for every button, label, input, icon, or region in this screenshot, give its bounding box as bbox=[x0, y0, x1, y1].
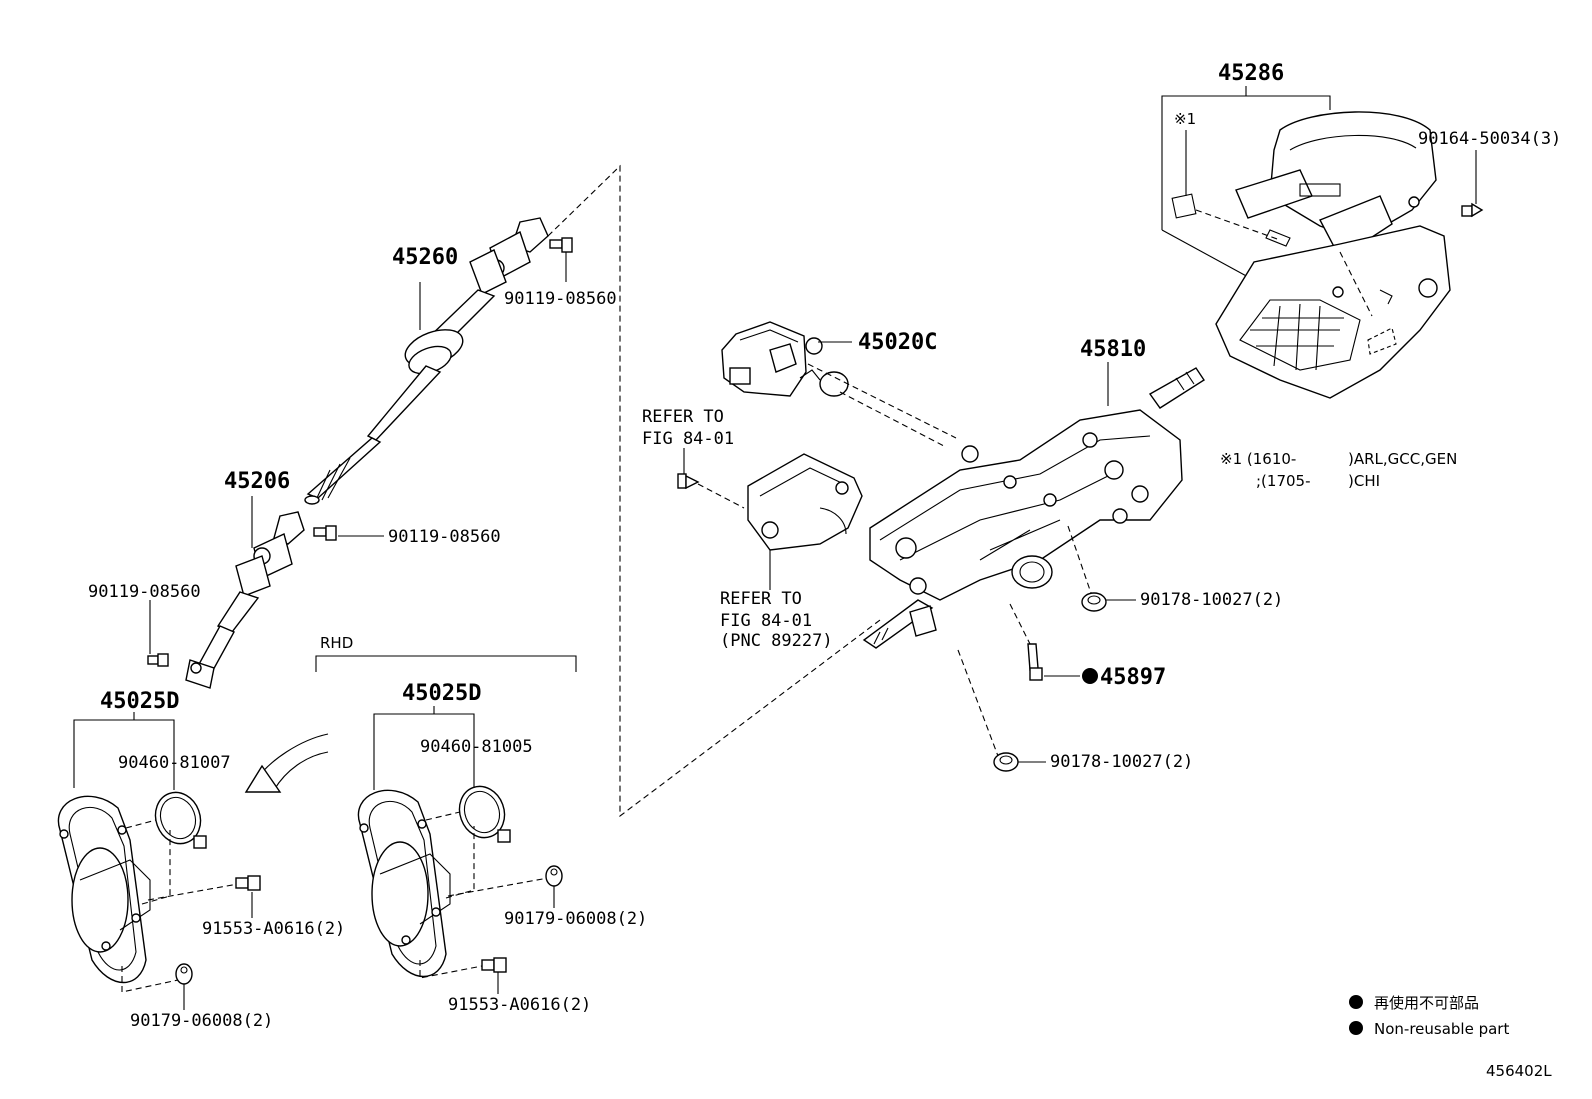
figure-code: 456402L bbox=[1486, 1062, 1552, 1080]
label-90119-middle: 90119-08560 bbox=[388, 527, 501, 547]
label-90179-right: 90179-06008(2) bbox=[504, 909, 647, 929]
bolt-90119-middle[interactable] bbox=[313, 525, 337, 541]
label-45810: 45810 bbox=[1080, 337, 1146, 362]
note1-line1-end: )ARL,GCC,GEN bbox=[1348, 450, 1457, 468]
label-fig-84-01-1: FIG 84-01 bbox=[642, 429, 734, 449]
cover-45025D-left[interactable] bbox=[57, 795, 151, 984]
label-45025D-left: 45025D bbox=[100, 689, 179, 714]
label-91553-left: 91553-A0616(2) bbox=[202, 919, 345, 939]
label-45020C: 45020C bbox=[858, 330, 937, 355]
label-45286: 45286 bbox=[1218, 61, 1284, 86]
steering-column-45810[interactable] bbox=[862, 367, 1205, 649]
nut-90178-upper[interactable] bbox=[1081, 592, 1107, 612]
non-reusable-mark-45897 bbox=[1082, 668, 1098, 684]
label-90119-top: 90119-08560 bbox=[504, 289, 617, 309]
intermediate-shaft-45260[interactable] bbox=[304, 217, 549, 505]
label-refer-to-2: REFER TO bbox=[720, 589, 802, 609]
nut-90179-right[interactable] bbox=[545, 865, 563, 887]
clamp-90460-81005[interactable] bbox=[452, 780, 511, 844]
screw-refer-fig-84-01[interactable] bbox=[677, 473, 700, 490]
legend-dot-jp bbox=[1349, 995, 1363, 1009]
label-90119-lower: 90119-08560 bbox=[88, 582, 201, 602]
legend-dot-en bbox=[1349, 1021, 1363, 1035]
note1-line1-start: ※1 (1610- bbox=[1220, 450, 1296, 468]
label-refer-to-1: REFER TO bbox=[642, 407, 724, 427]
bolt-45897[interactable] bbox=[1027, 643, 1043, 681]
label-45260: 45260 bbox=[392, 245, 458, 270]
bolt-90119-top[interactable] bbox=[549, 237, 573, 253]
label-90460-81007: 90460-81007 bbox=[118, 753, 231, 773]
label-90460-81005: 90460-81005 bbox=[420, 737, 533, 757]
label-rhd: RHD bbox=[320, 634, 353, 652]
legend-english: Non-reusable part bbox=[1374, 1020, 1509, 1038]
label-91553-right: 91553-A0616(2) bbox=[448, 995, 591, 1015]
column-cover-45286[interactable] bbox=[1215, 111, 1451, 399]
label-note-mark: ※1 bbox=[1174, 110, 1196, 128]
label-fig-84-01-2: FIG 84-01 bbox=[720, 611, 812, 631]
motor-unit-45020C[interactable] bbox=[721, 321, 849, 397]
label-45206: 45206 bbox=[224, 469, 290, 494]
nut-90178-lower[interactable] bbox=[993, 752, 1019, 772]
lower-joint-45206[interactable] bbox=[185, 511, 305, 689]
label-90178-upper: 90178-10027(2) bbox=[1140, 590, 1283, 610]
label-pnc-89227: (PNC 89227) bbox=[720, 631, 833, 651]
bolt-90119-lower[interactable] bbox=[147, 653, 169, 667]
clamp-90460-81007[interactable] bbox=[148, 786, 207, 850]
cover-bracket-89227[interactable] bbox=[747, 453, 863, 551]
label-90164-50034: 90164-50034(3) bbox=[1418, 129, 1561, 149]
label-45897: 45897 bbox=[1100, 665, 1166, 690]
note1-line2-end: )CHI bbox=[1348, 472, 1380, 490]
legend-japanese: 再使用不可部品 bbox=[1374, 994, 1479, 1012]
bolt-91553-left[interactable] bbox=[235, 875, 261, 891]
screw-90164-50034[interactable] bbox=[1461, 202, 1484, 218]
bolt-91553-right[interactable] bbox=[481, 957, 507, 973]
label-45025D-right: 45025D bbox=[402, 681, 481, 706]
label-90179-left: 90179-06008(2) bbox=[130, 1011, 273, 1031]
label-90178-lower: 90178-10027(2) bbox=[1050, 752, 1193, 772]
cover-45025D-right[interactable] bbox=[357, 789, 451, 978]
nut-90179-left[interactable] bbox=[175, 963, 193, 985]
note1-line2-start: ;(1705- bbox=[1256, 472, 1311, 490]
